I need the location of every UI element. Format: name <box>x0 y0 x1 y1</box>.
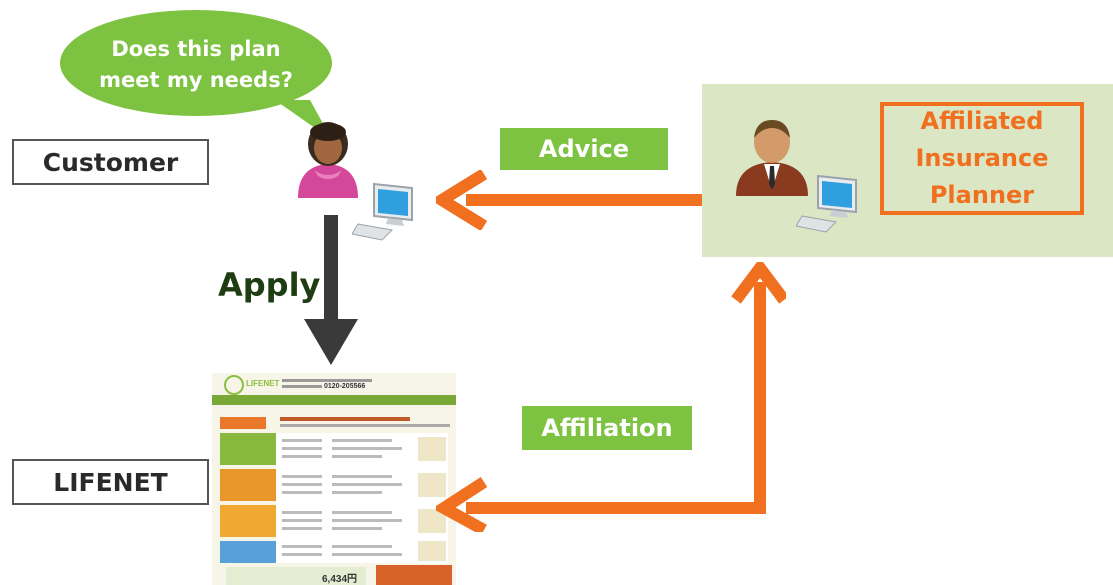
webpage-price: 6,434円 <box>322 574 358 585</box>
planner-line-1: Affiliated <box>920 107 1044 135</box>
advice-label-text: Advice <box>538 135 630 163</box>
lifenet-webpage-thumbnail: LIFENET 0120-205566 6,434円 <box>212 373 456 585</box>
planner-person-icon <box>736 120 808 196</box>
customer-computer-icon <box>352 182 413 241</box>
planner-line-3: Planner <box>929 181 1035 209</box>
apply-label: Apply <box>218 266 321 304</box>
webpage-logo: LIFENET <box>246 379 280 388</box>
planner-line-2: Insurance <box>915 144 1049 172</box>
lifenet-label-text: LIFENET <box>53 467 168 497</box>
affiliation-label: Affiliation <box>522 406 692 450</box>
customer-label: Customer <box>12 139 209 185</box>
planner-computer-icon <box>796 174 857 233</box>
speech-bubble: Does this plan meet my needs? <box>60 8 332 140</box>
bubble-line-2: meet my needs? <box>99 68 293 92</box>
affiliation-arrow <box>436 262 786 532</box>
advice-label: Advice <box>500 128 668 170</box>
lifenet-label: LIFENET <box>12 459 209 505</box>
affiliation-label-text: Affiliation <box>541 414 673 442</box>
bubble-line-1: Does this plan <box>111 37 281 61</box>
planner-label: Affiliated Insurance Planner <box>880 102 1084 215</box>
customer-person-icon <box>298 122 358 198</box>
advice-arrow <box>436 170 702 230</box>
webpage-phone: 0120-205566 <box>324 383 366 390</box>
apply-arrow <box>304 215 358 365</box>
customer-label-text: Customer <box>42 147 179 177</box>
